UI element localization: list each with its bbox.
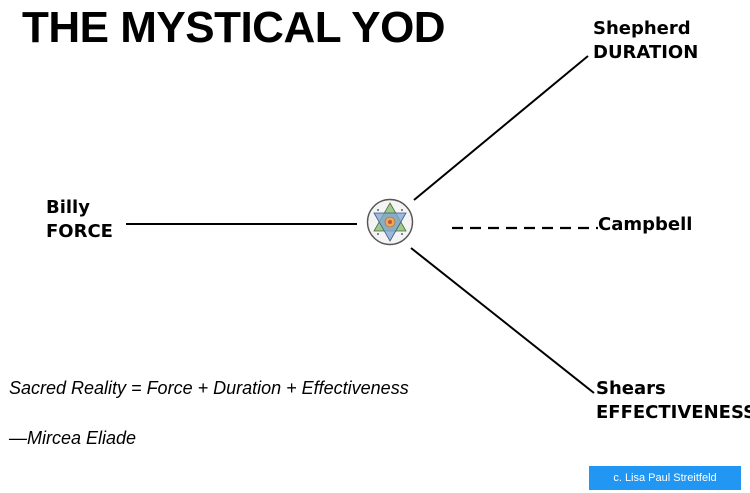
quote-text: Sacred Reality = Force + Duration + Effe… bbox=[9, 378, 409, 398]
hexagram-emblem-icon bbox=[366, 198, 414, 246]
quote-author: —Mircea Eliade bbox=[9, 428, 137, 448]
node-campbell: Campbell bbox=[598, 213, 692, 237]
node-campbell-name: Campbell bbox=[598, 214, 693, 235]
node-shears-name: Shears bbox=[596, 378, 666, 399]
node-shears: Shears EFFECTIVENESS bbox=[596, 377, 750, 425]
credit-badge: c. Lisa Paul Streitfeld bbox=[589, 466, 741, 490]
node-billy-name: Billy bbox=[46, 197, 90, 218]
node-billy-role: FORCE bbox=[46, 221, 113, 242]
page-title: THE MYSTICAL YOD bbox=[22, 3, 446, 52]
line-shears bbox=[410, 247, 595, 394]
node-shears-role: EFFECTIVENESS bbox=[596, 402, 750, 423]
node-billy: Billy FORCE bbox=[46, 196, 113, 244]
node-shepherd-role: DURATION bbox=[593, 42, 699, 63]
node-shepherd: Shepherd DURATION bbox=[593, 17, 698, 65]
node-shepherd-name: Shepherd bbox=[593, 18, 691, 39]
line-shepherd bbox=[413, 55, 589, 201]
